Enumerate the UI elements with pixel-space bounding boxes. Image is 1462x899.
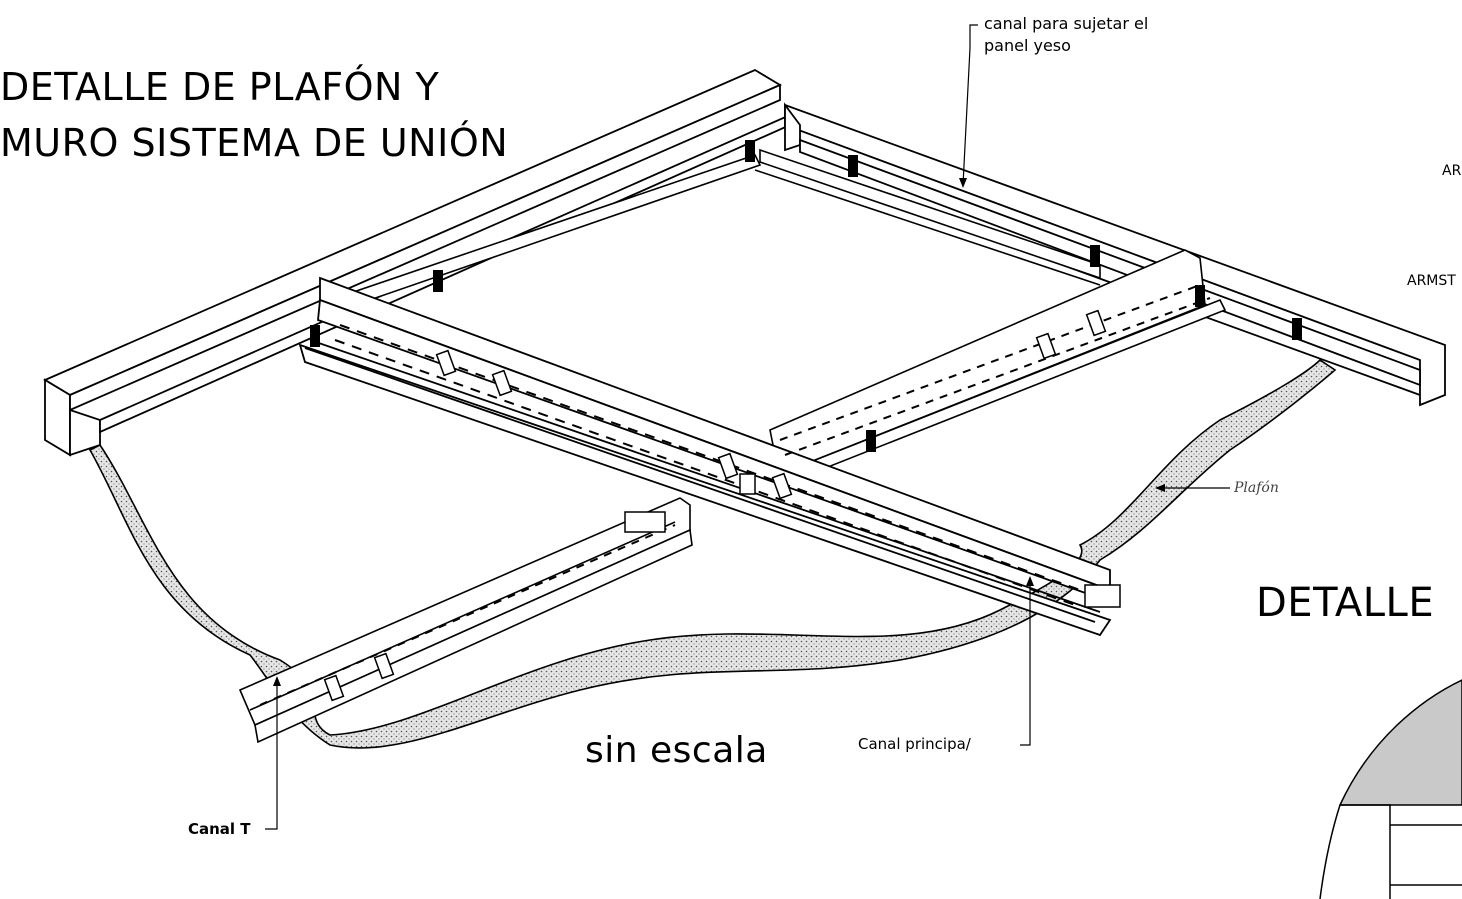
callout-clip-armst: ARMST bbox=[1407, 273, 1456, 289]
title-line-2: MURO SISTEMA DE UNIÓN bbox=[0, 121, 509, 165]
right-cross-tee bbox=[769, 249, 1227, 482]
callout-canal-panel-line2: panel yeso bbox=[984, 36, 1071, 55]
back-wall-channel bbox=[759, 102, 1446, 407]
right-detail-title: DETALLE bbox=[1256, 580, 1435, 626]
main-channel bbox=[298, 276, 1112, 637]
callout-canal-principal: Canal principa/ bbox=[858, 735, 971, 753]
hanger-fasteners bbox=[310, 140, 1302, 452]
callout-canal-t: Canal T bbox=[188, 820, 251, 838]
connector-clips bbox=[323, 309, 1121, 702]
detail-circle bbox=[1319, 679, 1462, 899]
callout-clip-ar: AR bbox=[1442, 163, 1462, 179]
leader-lines bbox=[265, 24, 1230, 830]
leader-arrowheads bbox=[273, 178, 1165, 686]
title-line-1: DETALLE DE PLAFÓN Y bbox=[0, 65, 440, 109]
back-cross-tee bbox=[754, 148, 1101, 286]
callout-canal-panel-line1: canal para sujetar el bbox=[984, 14, 1149, 33]
plafon-board bbox=[88, 358, 1337, 749]
main-channel-slots bbox=[259, 284, 1211, 706]
scale-note: sin escala bbox=[585, 730, 768, 771]
callout-plafon: Plafón bbox=[1234, 480, 1279, 496]
